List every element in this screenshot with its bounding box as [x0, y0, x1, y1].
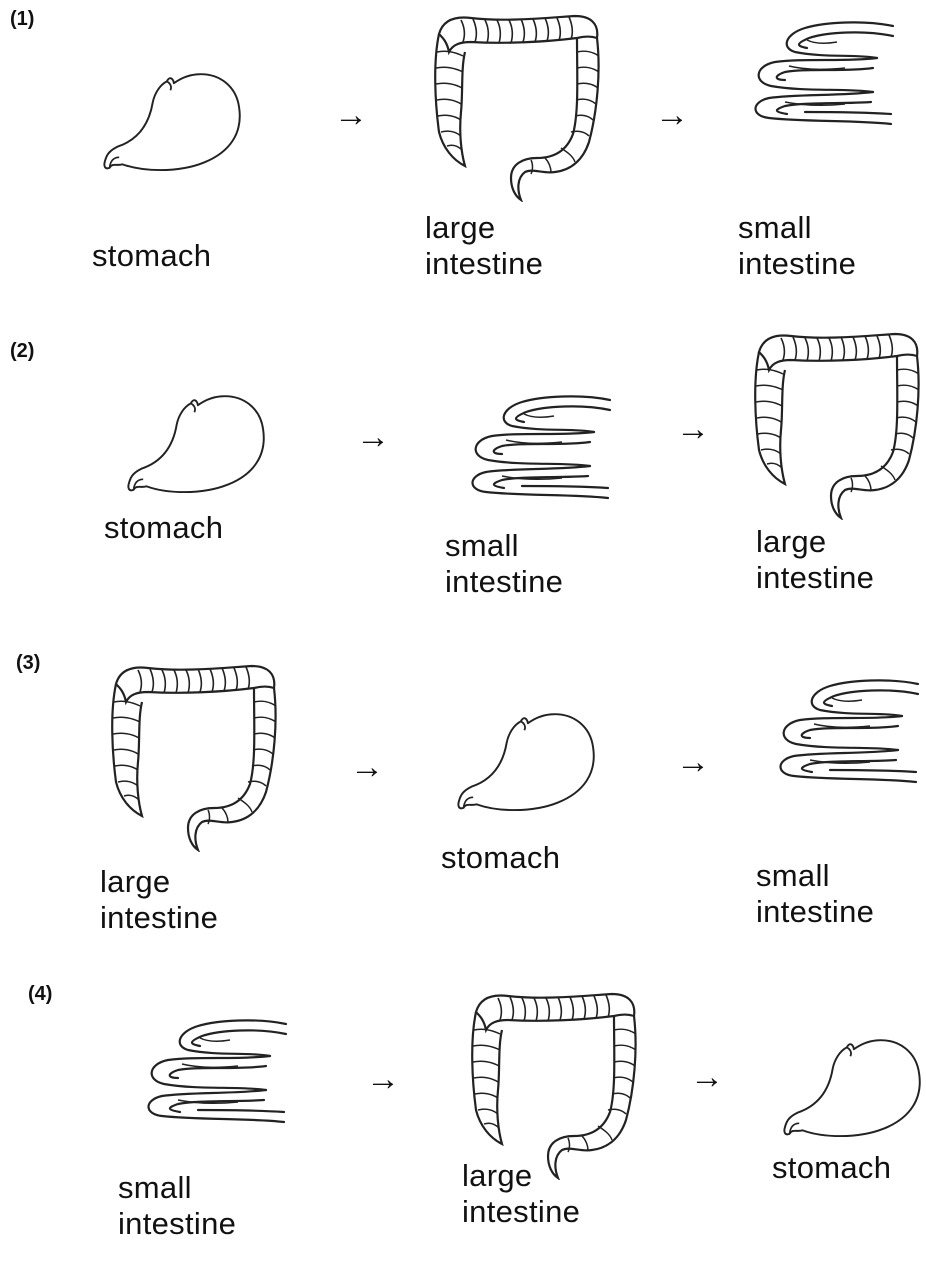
arrow-icon: → — [334, 98, 368, 132]
option-1-label-2: large intestine — [425, 210, 543, 282]
small-intestine-drawing — [745, 18, 895, 128]
option-2-label-3: large intestine — [756, 524, 874, 596]
small-intestine-drawing — [138, 1016, 288, 1126]
large-intestine-drawing — [425, 12, 605, 202]
option-1-number: (1) — [10, 8, 34, 31]
option-3-label-2: stomach — [441, 840, 560, 876]
arrow-icon: → — [676, 745, 710, 779]
arrow-icon: → — [655, 98, 689, 132]
arrow-icon: → — [356, 420, 390, 454]
stomach-drawing — [452, 708, 602, 816]
arrow-icon: → — [366, 1062, 400, 1096]
arrow-icon: → — [676, 412, 710, 446]
option-3-label-1: large intestine — [100, 864, 218, 936]
option-3-label-3: small intestine — [756, 858, 874, 930]
option-1-label-3: small intestine — [738, 210, 856, 282]
stomach-drawing — [98, 68, 248, 176]
option-1-label-1: stomach — [92, 238, 211, 274]
arrow-icon: → — [350, 750, 384, 784]
option-4-label-3: stomach — [772, 1150, 891, 1186]
arrow-icon: → — [690, 1060, 724, 1094]
option-2-label-2: small intestine — [445, 528, 563, 600]
stomach-drawing — [122, 390, 272, 498]
option-4-label-1: small intestine — [118, 1170, 236, 1242]
option-2-label-1: stomach — [104, 510, 223, 546]
large-intestine-drawing — [745, 330, 925, 520]
option-3-number: (3) — [16, 652, 40, 675]
stomach-drawing — [778, 1034, 926, 1142]
small-intestine-drawing — [770, 676, 920, 786]
option-2-number: (2) — [10, 340, 34, 363]
option-4-number: (4) — [28, 983, 52, 1006]
small-intestine-drawing — [462, 392, 612, 502]
large-intestine-drawing — [462, 990, 642, 1180]
large-intestine-drawing — [102, 662, 282, 852]
option-4-label-2: large intestine — [462, 1158, 580, 1230]
